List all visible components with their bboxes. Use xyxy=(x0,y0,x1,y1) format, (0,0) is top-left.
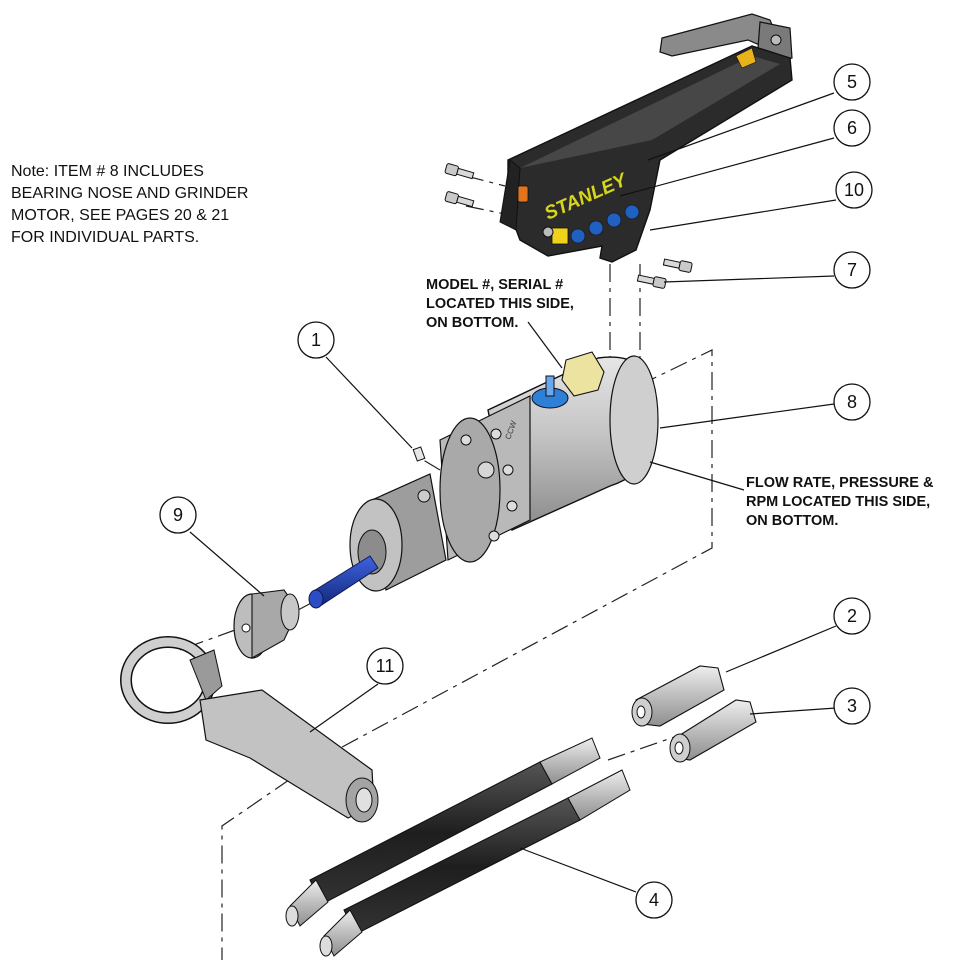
callout-line: ON BOTTOM. xyxy=(746,513,839,529)
balloon-1-label: 1 xyxy=(311,330,321,350)
leader-lines xyxy=(189,92,837,893)
note-line: BEARING NOSE AND GRINDER xyxy=(11,185,249,202)
note-line: FOR INDIVIDUAL PARTS. xyxy=(11,229,200,246)
balloon-7-label: 7 xyxy=(847,260,857,280)
balloon-9: 9 xyxy=(159,496,197,534)
side-handle-item-11 xyxy=(120,636,379,823)
balloon-11-label: 11 xyxy=(376,656,395,676)
callout-line: RPM LOCATED THIS SIDE, xyxy=(746,494,931,510)
callout-line: LOCATED THIS SIDE, xyxy=(426,296,574,312)
hose-upper-item-4 xyxy=(285,737,601,927)
balloon-9-label: 9 xyxy=(173,505,183,525)
balloon-8: 8 xyxy=(833,383,871,421)
handle-screws-item-7 xyxy=(636,258,693,289)
key-item-1 xyxy=(412,446,426,462)
balloon-6-label: 6 xyxy=(847,118,857,138)
note-line: Note: ITEM # 8 INCLUDES xyxy=(11,163,204,180)
balloon-5-label: 5 xyxy=(847,72,857,92)
balloon-2: 2 xyxy=(833,597,871,635)
callout-line: ON BOTTOM. xyxy=(426,315,519,331)
fitting-item-3 xyxy=(669,699,757,763)
callout-line: FLOW RATE, PRESSURE & xyxy=(746,475,934,491)
balloon-3-label: 3 xyxy=(847,696,857,716)
balloon-4-label: 4 xyxy=(649,890,659,910)
balloon-2-label: 2 xyxy=(847,606,857,626)
flange-item-9 xyxy=(233,589,300,659)
balloon-5: 5 xyxy=(833,63,871,101)
grinder-motor-body: CCW xyxy=(308,351,659,609)
model-serial-callout: MODEL #, SERIAL # LOCATED THIS SIDE, ON … xyxy=(426,276,574,333)
handle-screws-left xyxy=(444,163,475,208)
balloon-7: 7 xyxy=(833,251,871,289)
flow-rate-callout: FLOW RATE, PRESSURE & RPM LOCATED THIS S… xyxy=(746,474,933,531)
balloon-10: 10 xyxy=(835,171,873,209)
balloon-8-label: 8 xyxy=(847,392,857,412)
note-line: MOTOR, SEE PAGES 20 & 21 xyxy=(11,207,230,224)
balloon-11: 11 xyxy=(366,647,404,685)
balloon-1: 1 xyxy=(297,321,335,359)
item-8-note: Note: ITEM # 8 INCLUDES BEARING NOSE AND… xyxy=(11,161,248,249)
hose-lower-item-4 xyxy=(319,769,631,957)
balloon-6: 6 xyxy=(833,109,871,147)
balloon-4: 4 xyxy=(635,881,673,919)
callout-line: MODEL #, SERIAL # xyxy=(426,277,564,293)
fitting-item-2 xyxy=(631,665,725,727)
balloon-10-label: 10 xyxy=(844,180,864,200)
balloon-3: 3 xyxy=(833,687,871,725)
handle-lever-assembly: STANLEY xyxy=(499,13,793,263)
